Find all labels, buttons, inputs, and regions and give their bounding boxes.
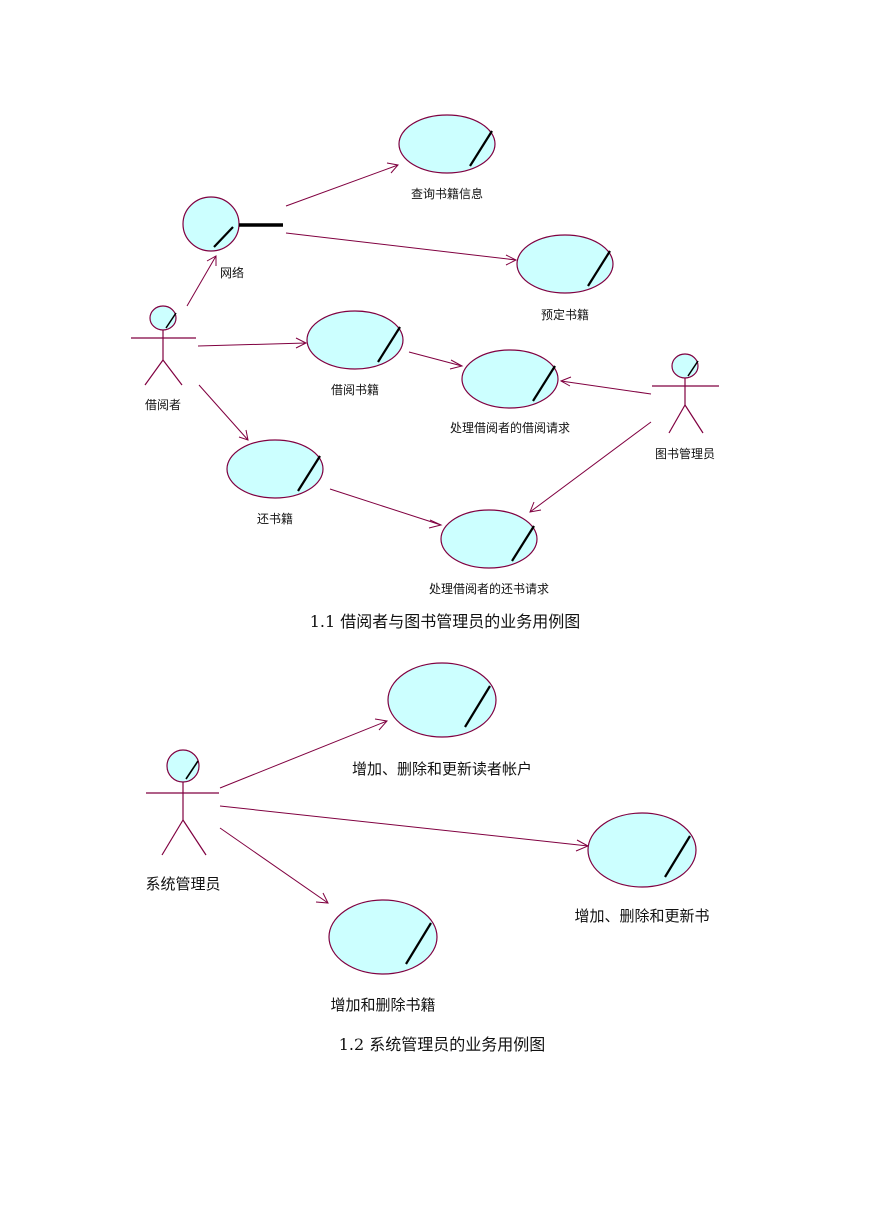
usecase-borrow-book: 借阅书籍 (306, 310, 404, 397)
usecase-return-book-label: 还书籍 (257, 511, 293, 526)
usecase-reserve-book-label: 预定书籍 (541, 307, 589, 322)
usecase-reserve-book: 预定书籍 (516, 234, 614, 322)
actor-librarian: 图书管理员 (652, 353, 719, 461)
usecase-add-delete-books-label: 增加和删除书籍 (330, 996, 435, 1014)
figure-2-caption: 1.2 系统管理员的业务用例图 (339, 1035, 546, 1054)
actor-borrower: 借阅者 (131, 305, 196, 412)
figure-2: 增加、删除和更新读者帐户 增加、删除和更新书 增加和删除书籍 系统管理员 (145, 662, 710, 1054)
usecase-handle-return-request: 处理借阅者的还书请求 (429, 509, 549, 596)
actor-system-admin: 系统管理员 (145, 749, 221, 893)
usecase-manage-books: 增加、删除和更新书 (574, 812, 710, 925)
actor-librarian-label: 图书管理员 (655, 446, 715, 461)
associations-figure-2 (219, 718, 590, 904)
usecase-borrow-book-label: 借阅书籍 (331, 382, 379, 397)
interface-network-label: 网络 (220, 265, 244, 280)
usecase-manage-reader-accounts-label: 增加、删除和更新读者帐户 (352, 760, 532, 778)
associations-figure-1 (186, 162, 652, 529)
figure-1: 网络 查询书籍信息 预定书籍 借阅书籍 处理借阅者的借阅请求 (131, 114, 719, 631)
figure-1-caption: 1.1 借阅者与图书管理员的业务用例图 (310, 612, 581, 631)
usecase-handle-return-request-label: 处理借阅者的还书请求 (429, 581, 549, 596)
usecase-query-book-info: 查询书籍信息 (398, 114, 496, 201)
interface-network: 网络 (182, 196, 283, 280)
usecase-add-delete-books: 增加和删除书籍 (328, 899, 438, 1014)
actor-borrower-label: 借阅者 (145, 398, 181, 412)
usecase-manage-reader-accounts: 增加、删除和更新读者帐户 (352, 662, 532, 778)
usecase-query-book-info-label: 查询书籍信息 (411, 186, 483, 201)
usecase-manage-books-label: 增加、删除和更新书 (574, 907, 709, 925)
usecase-handle-borrow-request: 处理借阅者的借阅请求 (450, 349, 570, 435)
usecase-return-book: 还书籍 (226, 439, 324, 526)
usecase-handle-borrow-request-label: 处理借阅者的借阅请求 (450, 420, 570, 435)
actor-system-admin-label: 系统管理员 (145, 875, 220, 893)
